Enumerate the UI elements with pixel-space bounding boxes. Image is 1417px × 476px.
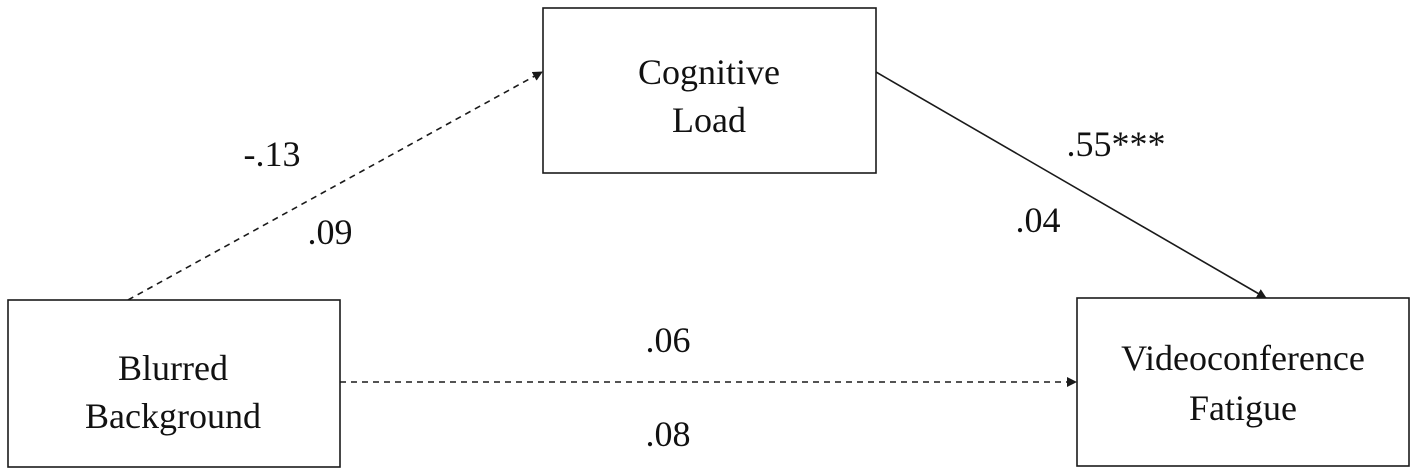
coef-load-to-fatigue-top: .55*** bbox=[1067, 124, 1166, 164]
node-videoconference-fatigue-box bbox=[1076, 297, 1410, 467]
node-cognitive-load-line1: Cognitive bbox=[638, 52, 780, 92]
node-videoconference-fatigue: Videoconference Fatigue bbox=[1076, 297, 1410, 467]
coef-background-to-load-top: -.13 bbox=[244, 134, 301, 174]
coef-background-to-fatigue-bottom: .08 bbox=[646, 414, 691, 454]
node-cognitive-load-line2: Load bbox=[672, 100, 746, 140]
coef-background-to-fatigue-top: .06 bbox=[646, 320, 691, 360]
coef-background-to-load-bottom: .09 bbox=[308, 212, 353, 252]
node-blurred-background: Blurred Background bbox=[7, 299, 341, 468]
edge-load-to-fatigue bbox=[875, 71, 1267, 299]
node-cognitive-load: Cognitive Load bbox=[542, 7, 877, 174]
node-cognitive-load-box bbox=[542, 7, 877, 174]
node-videoconference-fatigue-line1: Videoconference bbox=[1121, 338, 1365, 378]
coef-load-to-fatigue-bottom: .04 bbox=[1016, 200, 1061, 240]
node-videoconference-fatigue-line2: Fatigue bbox=[1189, 388, 1297, 428]
edge-background-to-load bbox=[127, 71, 543, 301]
node-blurred-background-line1: Blurred bbox=[118, 348, 228, 388]
node-blurred-background-box bbox=[7, 299, 341, 468]
node-blurred-background-line2: Background bbox=[85, 396, 261, 436]
